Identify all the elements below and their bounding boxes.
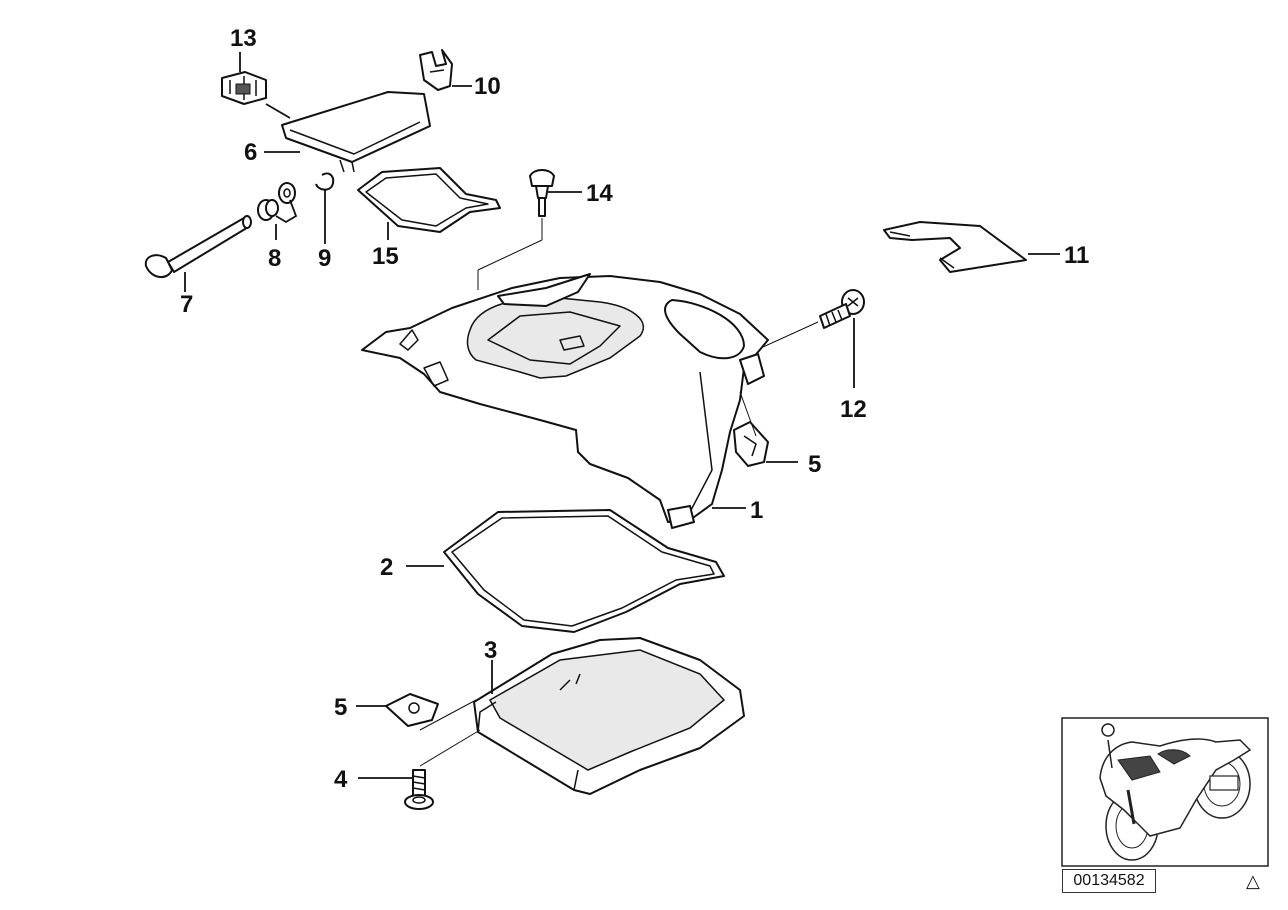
dashed-5-upper [739, 391, 757, 437]
part-10-clip [419, 49, 453, 91]
callout-13: 13 [230, 25, 257, 52]
part-11-trim [883, 221, 1027, 273]
warning-triangle-icon: △ [1246, 871, 1260, 892]
part-9-circlip [315, 172, 335, 191]
callout-15: 15 [372, 243, 399, 270]
callout-3: 3 [484, 637, 497, 664]
part-6-cover [281, 91, 431, 173]
part-12-screw [819, 289, 865, 329]
callout-9: 9 [318, 245, 331, 272]
callout-11: 11 [1064, 242, 1089, 269]
reference-number: 00134582 [1062, 869, 1156, 893]
callout-5-lower: 5 [334, 694, 347, 721]
callout-6: 6 [244, 139, 257, 166]
callout-14: 14 [586, 180, 613, 207]
part-4-screw [404, 769, 434, 810]
callout-12: 12 [840, 396, 867, 423]
part-2-seal [443, 509, 725, 633]
dashed-14 [477, 218, 543, 290]
part-1-housing [361, 273, 769, 529]
callout-10: 10 [474, 73, 501, 100]
leader-13b [265, 103, 291, 119]
callout-1: 1 [750, 497, 763, 524]
dashed-4 [419, 729, 481, 767]
part-14-plug [529, 169, 555, 217]
part-5-speednut-lower [385, 693, 439, 727]
callout-4: 4 [334, 766, 348, 793]
dashed-5-lower [419, 699, 477, 731]
part-3-tray [473, 637, 745, 795]
part-15-gasket [357, 167, 501, 233]
callout-7: 7 [180, 291, 193, 318]
part-7-bolt [144, 215, 252, 278]
part-5-speednut-upper [733, 421, 769, 467]
part-8-washer [257, 182, 296, 221]
part-13-clip [221, 71, 267, 105]
vehicle-locator-thumbnail [1061, 717, 1269, 867]
callout-8: 8 [268, 245, 281, 272]
leader-8 [275, 199, 298, 240]
callout-2: 2 [380, 554, 393, 581]
callout-5-upper: 5 [808, 451, 821, 478]
